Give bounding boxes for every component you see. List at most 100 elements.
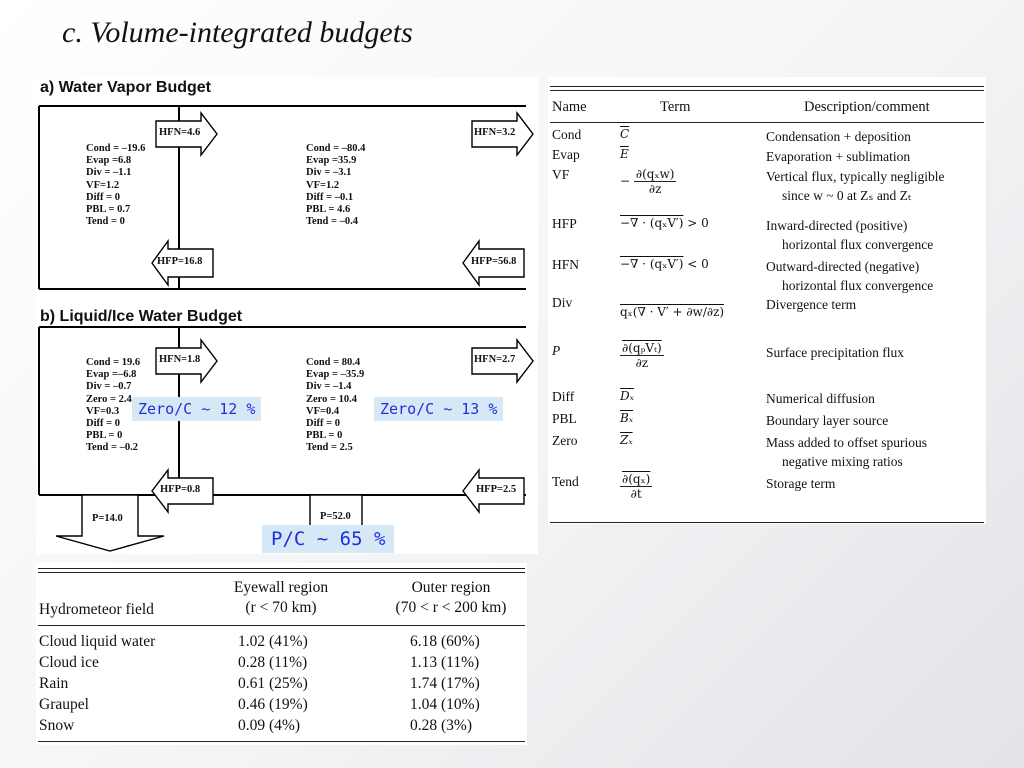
term-expression: −∇ · (qₓV′) < 0 [620, 257, 709, 271]
wv-outer-evap: Evap =35.9 [306, 155, 357, 167]
li-outer-pbl: PBL = 0 [306, 430, 343, 442]
hfn-outer-arrow-b [471, 337, 534, 385]
eyewall-header-range: (r < 70 km) [245, 599, 317, 616]
li-eyewall-zero: Zero = 2.4 [86, 393, 132, 405]
term-expression: C [620, 127, 629, 141]
li-eyewall-values: Cond = 19.6 Evap =–6.8 Div = –0.7 Zero =… [86, 357, 140, 455]
description-line: Vertical flux, typically negligible [766, 169, 945, 184]
wv-outer-vf: VF=1.2 [306, 179, 340, 191]
wv-outer-diff: Diff = –0.1 [306, 191, 354, 203]
hfp-inner-arrow-b [151, 467, 214, 515]
term-description: Evaporation + sublimation [766, 147, 910, 166]
term-expression: − ∂(qₓw)∂z [620, 167, 677, 196]
hfp-outer-arrow-b [462, 467, 525, 515]
li-p-inner-label: P=14.0 [92, 513, 123, 524]
hfp-inner-arrow-a [151, 238, 214, 288]
evap-symbol: E [620, 147, 629, 161]
fraction-denominator: ∂z [635, 356, 649, 370]
eyewall-value: 0.09 (4%) [238, 717, 300, 734]
term-description: Outward-directed (negative)horizontal fl… [766, 257, 933, 295]
outer-value: 1.04 (10%) [410, 696, 480, 713]
li-outer-zero: Zero = 10.4 [306, 393, 357, 405]
term-name: VF [552, 167, 570, 182]
wv-eyewall-vf: VF=1.2 [86, 179, 120, 191]
col-header-term: Term [660, 99, 691, 115]
term-name: Diff [552, 389, 575, 404]
term-expression: Zₓ [620, 433, 633, 447]
li-outer-evap: Evap = –35.9 [306, 369, 365, 381]
diff-symbol: Dₓ [620, 389, 634, 403]
li-eyewall-vf: VF=0.3 [86, 405, 120, 417]
term-description: Condensation + deposition [766, 127, 911, 146]
wv-outer-values: Cond = –80.4 Evap =35.9 Div = –3.1 VF=1.… [306, 143, 365, 228]
outer-value: 6.18 (60%) [410, 633, 480, 650]
li-eyewall-evap: Evap =–6.8 [86, 369, 137, 381]
term-name: P [552, 343, 561, 358]
wv-eyewall-cond: Cond = –19.6 [86, 143, 146, 154]
hfp-expression: −∇ · (qₓV′) [620, 216, 684, 230]
term-expression: ∂(qₓ)∂t [620, 472, 653, 501]
li-outer-vf: VF=0.4 [306, 405, 340, 417]
term-expression: −∇ · (qₓV′) > 0 [620, 216, 709, 230]
col-header-field: Hydrometeor field [39, 601, 154, 618]
term-name: Tend [552, 474, 579, 489]
wv-outer-tend: Tend = –0.4 [306, 216, 358, 228]
field-name: Graupel [39, 696, 89, 713]
term-name: Div [552, 295, 573, 310]
outer-header-line: Outer region [411, 579, 491, 596]
term-expression: E [620, 147, 629, 161]
p-fraction: ∂(qₚVₜ)∂z [620, 341, 664, 370]
budget-terms-table: Name Term Description/comment Cond C Con… [548, 77, 986, 524]
hfn-outer-arrow-a [471, 110, 534, 158]
li-eyewall-div: Div = –0.7 [86, 381, 132, 393]
wv-outer-cond: Cond = –80.4 [306, 143, 366, 154]
term-description: Surface precipitation flux [766, 343, 904, 362]
li-hfn-inner-label: HFN=1.8 [159, 354, 201, 365]
description-line: horizontal flux convergence [782, 237, 934, 252]
precip-ratio-note: P/C ~ 65 % [262, 525, 395, 553]
eyewall-value: 1.02 (41%) [238, 633, 308, 650]
wv-hfn-outer-label: HFN=3.2 [474, 127, 516, 138]
description-line: Storage term [766, 476, 836, 491]
hfn-expression: −∇ · (qₓV′) [620, 257, 684, 271]
field-name: Cloud liquid water [39, 633, 156, 650]
wv-hfp-outer-label: HFP=56.8 [471, 256, 517, 267]
budget-figure: a) Water Vapor Budget b) Liquid/Ice Wate… [36, 77, 538, 554]
term-name: Zero [552, 433, 578, 448]
hfn-sign: < 0 [687, 257, 709, 271]
description-line: since w ~ 0 at Zₛ and Zₜ [782, 188, 912, 203]
li-outer-cond: Cond = 80.4 [306, 357, 361, 368]
li-eyewall-tend: Tend = –0.2 [86, 442, 138, 454]
li-outer-values: Cond = 80.4 Evap = –35.9 Div = –1.4 Zero… [306, 357, 364, 455]
outer-value: 1.13 (11%) [410, 654, 480, 671]
description-line: Inward-directed (positive) [766, 218, 908, 233]
wv-eyewall-evap: Evap =6.8 [86, 155, 132, 167]
outer-value: 1.74 (17%) [410, 675, 480, 692]
wv-eyewall-values: Cond = –19.6 Evap =6.8 Div = –1.1 VF=1.2… [86, 143, 145, 228]
wv-eyewall-diff: Diff = 0 [86, 191, 120, 203]
description-line: Outward-directed (negative) [766, 259, 920, 274]
zero-ratio-inner-note: Zero/C ~ 12 % [132, 397, 262, 421]
li-hfp-outer-label: HFP=2.5 [476, 484, 517, 495]
description-line: Boundary layer source [766, 413, 889, 428]
description-line: Evaporation + sublimation [766, 149, 911, 164]
term-name: PBL [552, 411, 577, 426]
precip-inner-arrow [55, 494, 165, 552]
fraction-numerator: ∂(qₚVₜ) [620, 341, 664, 356]
cond-symbol: C [620, 127, 630, 141]
li-outer-div: Div = –1.4 [306, 381, 352, 393]
eyewall-header-line: Eyewall region [233, 579, 329, 596]
fraction-numerator: ∂(qₓw) [633, 167, 677, 182]
col-header-description: Description/comment [804, 99, 930, 115]
term-description: Vertical flux, typically negligible since… [766, 167, 944, 205]
term-expression: Bₓ [620, 411, 633, 425]
li-eyewall-pbl: PBL = 0 [86, 430, 123, 442]
term-name: HFP [552, 216, 577, 231]
fraction-denominator: ∂t [630, 487, 642, 501]
wv-eyewall-tend: Tend = 0 [86, 216, 125, 228]
eyewall-value: 0.46 (19%) [238, 696, 308, 713]
li-outer-tend: Tend = 2.5 [306, 442, 353, 454]
description-line: Divergence term [766, 297, 857, 312]
wv-hfp-inner-label: HFP=16.8 [157, 256, 203, 267]
